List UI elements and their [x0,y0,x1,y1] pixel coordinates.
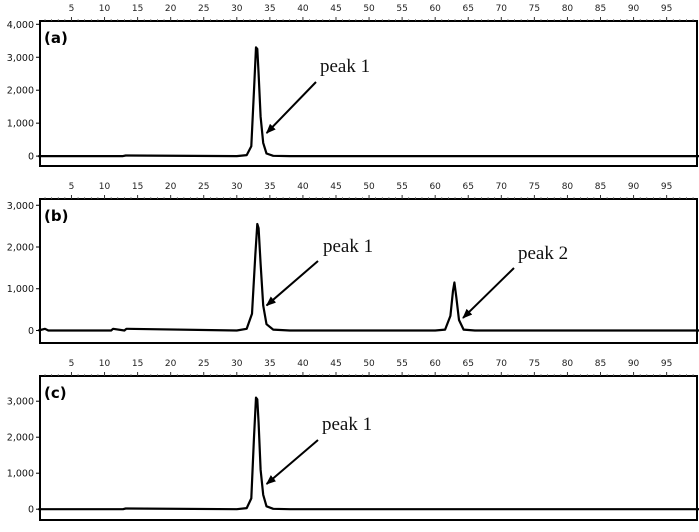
y-tick-label: 2,000 [7,433,34,444]
plot-frame [39,375,698,521]
x-tick-label: 85 [595,359,606,369]
plot-frame [39,198,698,344]
x-tick-label: 75 [529,359,540,369]
x-tick-label: 20 [165,182,177,192]
x-tick-label: 5 [69,4,75,14]
plot-frame [39,20,698,167]
chromatogram-trace [38,396,699,511]
chromatogram-trace [38,222,699,332]
panel-label: (a) [44,29,68,47]
peak-annotation-arrow [265,81,317,134]
panel-label: (b) [44,207,68,225]
x-tick-label: 85 [595,4,606,14]
x-tick-label: 50 [363,359,375,369]
x-tick-label: 80 [562,359,574,369]
x-tick-label: 45 [330,359,341,369]
x-tick-label: 10 [99,4,111,14]
x-tick-label: 60 [429,182,441,192]
x-tick-label: 30 [231,359,243,369]
x-tick-label: 10 [99,182,111,192]
x-tick-label: 90 [628,182,640,192]
x-tick-label: 60 [429,4,441,14]
x-tick-label: 95 [661,4,672,14]
x-tick-label: 15 [132,4,143,14]
x-tick-label: 65 [463,359,474,369]
y-tick-label: 3,000 [7,53,34,64]
peak-annotation-label: peak 1 [320,56,370,77]
y-tick-label: 3,000 [7,397,34,408]
x-tick-label: 60 [429,359,441,369]
peak-annotation-arrow [265,439,319,485]
y-tick-label: 2,000 [7,243,34,254]
x-tick-label: 55 [396,182,407,192]
x-tick-label: 40 [297,4,309,14]
x-tick-label: 90 [628,359,640,369]
chart-panel-a: 5 10 15 20 25 30 35 40 45 50 55 60 65 70 75 80 85 90 95 0 1,… [7,4,699,167]
x-tick-label: 30 [231,182,243,192]
x-tick-label: 95 [661,359,672,369]
y-tick-label: 0 [28,326,34,337]
panel-label: (c) [44,384,67,402]
x-tick-label: 65 [463,182,474,192]
x-tick-label: 65 [463,4,474,14]
x-tick-label: 70 [496,359,508,369]
y-tick-label: 1,000 [7,469,34,480]
x-tick-label: 50 [363,4,375,14]
x-tick-label: 5 [69,359,75,369]
x-tick-label: 55 [396,4,407,14]
y-tick-label: 1,000 [7,119,34,130]
peak-annotation-arrow [462,267,515,319]
y-tick-label: 2,000 [7,86,34,97]
x-tick-label: 70 [496,182,508,192]
x-tick-label: 40 [297,182,309,192]
y-tick-label: 1,000 [7,284,34,295]
x-tick-label: 15 [132,359,143,369]
x-tick-label: 80 [562,4,574,14]
x-tick-label: 40 [297,359,309,369]
x-tick-label: 50 [363,182,375,192]
x-tick-label: 35 [264,4,275,14]
peak-annotation-label: peak 1 [322,414,372,435]
chart-panel-c: 5 10 15 20 25 30 35 40 45 50 55 60 65 70 75 80 85 90 95 0 1,… [7,359,699,521]
peak-annotation-label: peak 1 [323,236,373,257]
x-tick-label: 10 [99,359,111,369]
y-tick-label: 0 [28,505,34,516]
x-tick-label: 25 [198,182,209,192]
x-tick-label: 5 [69,182,75,192]
x-tick-label: 95 [661,182,672,192]
peak-annotation-label: peak 2 [518,243,568,264]
x-tick-label: 45 [330,4,341,14]
x-tick-label: 35 [264,359,275,369]
x-tick-label: 75 [529,4,540,14]
x-tick-label: 55 [396,359,407,369]
y-tick-label: 3,000 [7,201,34,212]
x-tick-label: 70 [496,4,508,14]
x-tick-label: 85 [595,182,606,192]
y-tick-label: 0 [28,152,34,163]
chart-panel-b: 5 10 15 20 25 30 35 40 45 50 55 60 65 70 75 80 85 90 95 0 1,… [7,182,699,344]
chromatogram-trace [38,46,699,158]
x-tick-label: 20 [165,4,177,14]
x-tick-label: 25 [198,359,209,369]
peak-annotation-arrow [265,260,319,307]
x-tick-label: 25 [198,4,209,14]
y-tick-label: 4,000 [7,20,34,31]
x-tick-label: 15 [132,182,143,192]
x-tick-label: 75 [529,182,540,192]
x-tick-label: 90 [628,4,640,14]
x-tick-label: 30 [231,4,243,14]
x-tick-label: 35 [264,182,275,192]
x-tick-label: 20 [165,359,177,369]
x-tick-label: 80 [562,182,574,192]
x-tick-label: 45 [330,182,341,192]
